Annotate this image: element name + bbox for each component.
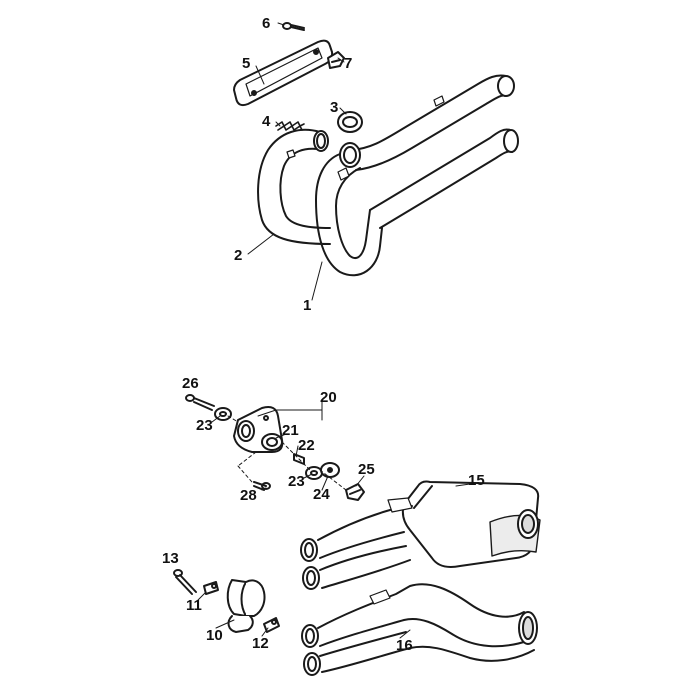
leader-lines — [197, 22, 471, 639]
callout-16: 16 — [396, 637, 413, 654]
callout-6: 6 — [262, 15, 271, 32]
speed-nut-25 — [345, 483, 365, 501]
clamp-10 — [226, 579, 266, 633]
screw-6 — [282, 22, 305, 31]
nut-11 — [203, 581, 219, 595]
spring-4 — [275, 121, 305, 131]
bolt-26 — [185, 394, 215, 411]
washer-24 — [320, 462, 340, 478]
callout-24: 24 — [313, 486, 330, 503]
callout-4: 4 — [262, 113, 271, 130]
silencer-15 — [300, 480, 541, 590]
callout-25: 25 — [358, 461, 375, 478]
callout-10: 10 — [206, 627, 223, 644]
link-pipe-16 — [301, 583, 538, 676]
callout-23-upper: 23 — [196, 417, 213, 434]
callout-1: 1 — [303, 297, 312, 314]
callout-7: 7 — [344, 55, 353, 72]
callout-11: 11 — [186, 597, 202, 614]
gasket-ring-3 — [337, 111, 363, 133]
callout-5: 5 — [242, 55, 251, 72]
callout-3: 3 — [330, 99, 339, 116]
callout-23-lower: 23 — [288, 473, 305, 490]
bolt-13 — [173, 569, 197, 595]
callout-28: 28 — [240, 487, 257, 504]
callout-2: 2 — [234, 247, 243, 264]
header-pipe-1 — [315, 74, 519, 277]
callout-20: 20 — [320, 389, 337, 406]
callout-13: 13 — [162, 550, 179, 567]
header-pipe-2 — [257, 128, 331, 245]
callout-22: 22 — [298, 437, 315, 454]
callout-15: 15 — [468, 472, 485, 489]
heat-shield-plate — [233, 39, 334, 107]
callout-12: 12 — [252, 635, 269, 652]
speed-nut-7 — [327, 51, 345, 69]
callout-21: 21 — [282, 422, 299, 439]
callout-26: 26 — [182, 375, 199, 392]
